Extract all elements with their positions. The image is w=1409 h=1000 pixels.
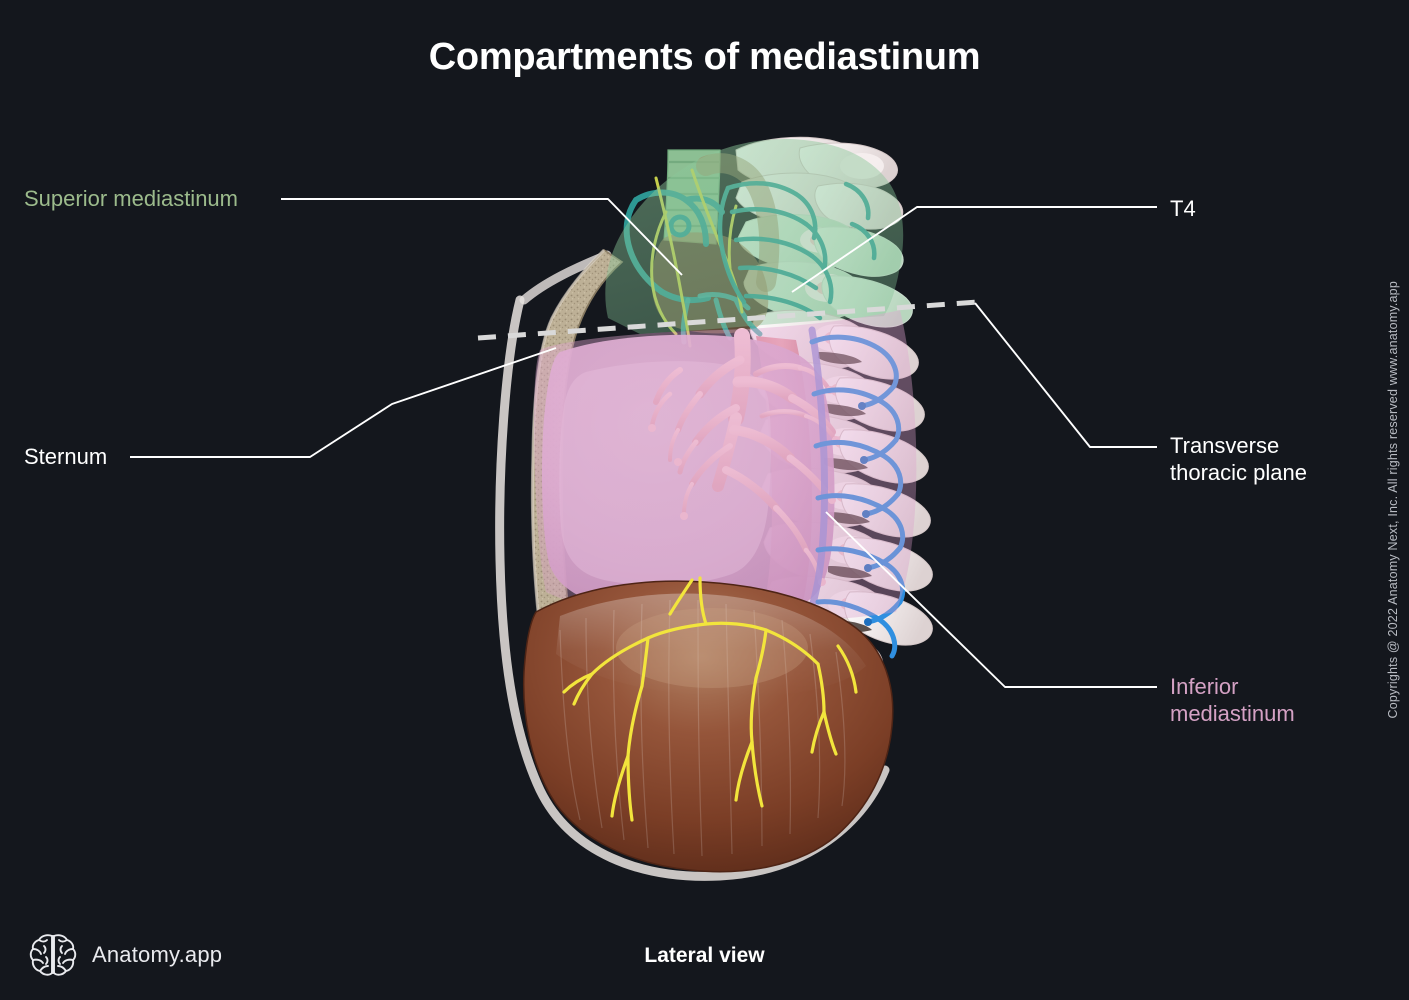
- label-transverse-thoracic-plane-line1: Transverse: [1170, 433, 1280, 458]
- leader-t4: [791, 206, 1157, 293]
- brain-icon: [29, 934, 77, 976]
- copyright-text: Copyrights @ 2022 Anatomy Next, Inc. All…: [1386, 281, 1400, 719]
- diaphragm: [522, 576, 894, 873]
- inferior-mediastinum-overlay: [534, 310, 917, 622]
- label-inferior-mediastinum-line2: mediastinum: [1170, 701, 1295, 726]
- brand-logo: Anatomy.app: [28, 930, 222, 980]
- label-transverse-thoracic-plane-line2: thoracic plane: [1170, 460, 1307, 485]
- label-t4: T4: [1170, 196, 1196, 221]
- leader-transverse-thoracic-plane: [974, 302, 1157, 448]
- phrenic-nerve: [562, 576, 858, 822]
- page-title: Compartments of mediastinum: [428, 36, 981, 78]
- label-inferior-mediastinum: Inferior mediastinum: [1170, 673, 1295, 727]
- label-transverse-thoracic-plane: Transverse thoracic plane: [1170, 432, 1307, 486]
- view-caption: Lateral view: [644, 944, 765, 967]
- leader-superior-mediastinum: [281, 198, 683, 276]
- brand-name: Anatomy.app: [92, 942, 223, 967]
- superior-mediastinum-overlay: [605, 138, 904, 334]
- transverse-thoracic-plane-line: [477, 299, 979, 341]
- leader-inferior-mediastinum: [825, 511, 1157, 688]
- label-superior-mediastinum: Superior mediastinum: [24, 186, 238, 211]
- label-inferior-mediastinum-line1: Inferior: [1170, 674, 1239, 699]
- leader-sternum: [130, 347, 557, 458]
- label-sternum: Sternum: [24, 444, 108, 469]
- leader-lines: [130, 198, 1157, 688]
- copyright-notice: Copyrights @ 2022 Anatomy Next, Inc. All…: [1373, 0, 1409, 1000]
